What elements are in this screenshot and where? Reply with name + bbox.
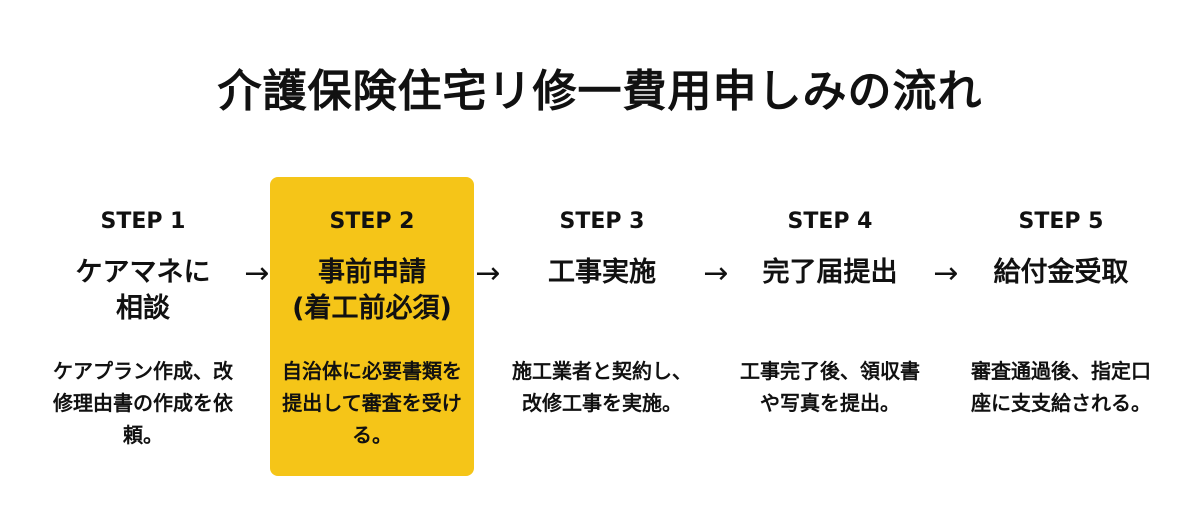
- step-3: STEP 3 工事実施 施工業者と契約し、改修工事を実施。: [497, 207, 707, 419]
- step-1-label: STEP 1: [100, 209, 186, 234]
- step-2-title-line-1: 事前申請: [318, 257, 426, 288]
- step-4: STEP 4 完了届提出 工事完了後、領収書や写真を提出。: [725, 207, 935, 419]
- step-5-label: STEP 5: [1018, 209, 1104, 234]
- step-4-description: 工事完了後、領収書や写真を提出。: [740, 359, 920, 415]
- arrow-right-icon: →: [475, 256, 501, 291]
- step-3-label: STEP 3: [559, 209, 645, 234]
- step-2-label: STEP 2: [329, 209, 415, 234]
- step-4-label: STEP 4: [787, 209, 873, 234]
- arrow-right-icon: →: [703, 256, 729, 291]
- step-2-title-line-2: (着工前必須): [292, 293, 452, 324]
- step-2-description: 自治体に必要書類を提出して審査を受ける。: [282, 359, 462, 447]
- arrow-right-icon: →: [933, 256, 959, 291]
- step-2-title: 事前申請 (着工前必須): [267, 255, 477, 339]
- step-2: STEP 2 事前申請 (着工前必須) 自治体に必要書類を提出して審査を受ける。: [267, 207, 477, 451]
- page-title: 介護保険住宅リ修一費用申しみの流れ: [217, 66, 983, 117]
- step-4-title: 完了届提出: [762, 257, 898, 288]
- step-3-description: 施工業者と契約し、改修工事を実施。: [512, 359, 692, 415]
- step-5: STEP 5 給付金受取 審査通過後、指定口座に支支給される。: [956, 207, 1166, 419]
- step-5-description: 審査通過後、指定口座に支支給される。: [971, 359, 1151, 415]
- arrow-right-icon: →: [244, 256, 270, 291]
- step-3-title: 工事実施: [548, 257, 656, 288]
- step-1-title-line-1: ケアマネに: [75, 257, 211, 288]
- step-2-highlight: [270, 177, 474, 476]
- step-1-title: ケアマネに 相談: [38, 255, 248, 339]
- step-1-description: ケアプラン作成、改修理由書の作成を依頼。: [53, 359, 233, 447]
- step-5-title: 給付金受取: [993, 257, 1129, 288]
- step-1-title-line-2: 相談: [116, 293, 170, 324]
- step-1: STEP 1 ケアマネに 相談 ケアプラン作成、改修理由書の作成を依頼。: [38, 207, 248, 451]
